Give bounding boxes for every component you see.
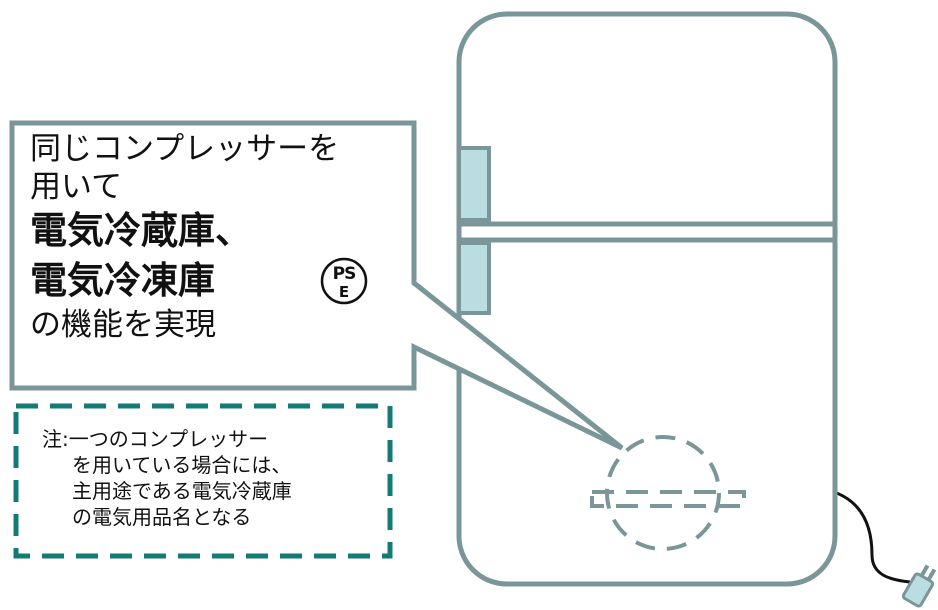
svg-text:PS: PS [333,264,356,284]
callout-line-2: 用いて [30,169,123,205]
callout-line-3: 電気冷蔵庫、 [30,209,252,252]
note-line-2: を用いている場合には、 [72,453,292,477]
callout-line-1: 同じコンプレッサーを [30,131,340,167]
note-line-4: の電気用品名となる [72,505,252,529]
lower-door-handle [457,241,491,315]
callout-bubble [9,120,624,451]
power-cord [833,490,911,584]
callout-line-5: の機能を実現 [30,307,216,343]
pse-mark-icon: PS E [320,257,368,305]
plug-icon [901,564,937,608]
upper-door-handle [457,146,491,222]
note-line-1: 注:一つのコンプレッサー [42,427,269,451]
refrigerator-body [456,11,838,587]
note-text: 注:一つのコンプレッサー を用いている場合には、 主用途である電気冷蔵庫 の電気… [42,426,292,530]
note-line-3: 主用途である電気冷蔵庫 [72,479,292,503]
callout-line-4: 電気冷凍庫 [30,259,215,302]
svg-text:E: E [339,283,349,301]
compressor-dashed-rect [590,490,746,508]
note-dashed-box [13,403,393,559]
callout-text: 同じコンプレッサーを 用いて 電気冷蔵庫、 電気冷凍庫 の機能を実現 [30,130,400,344]
